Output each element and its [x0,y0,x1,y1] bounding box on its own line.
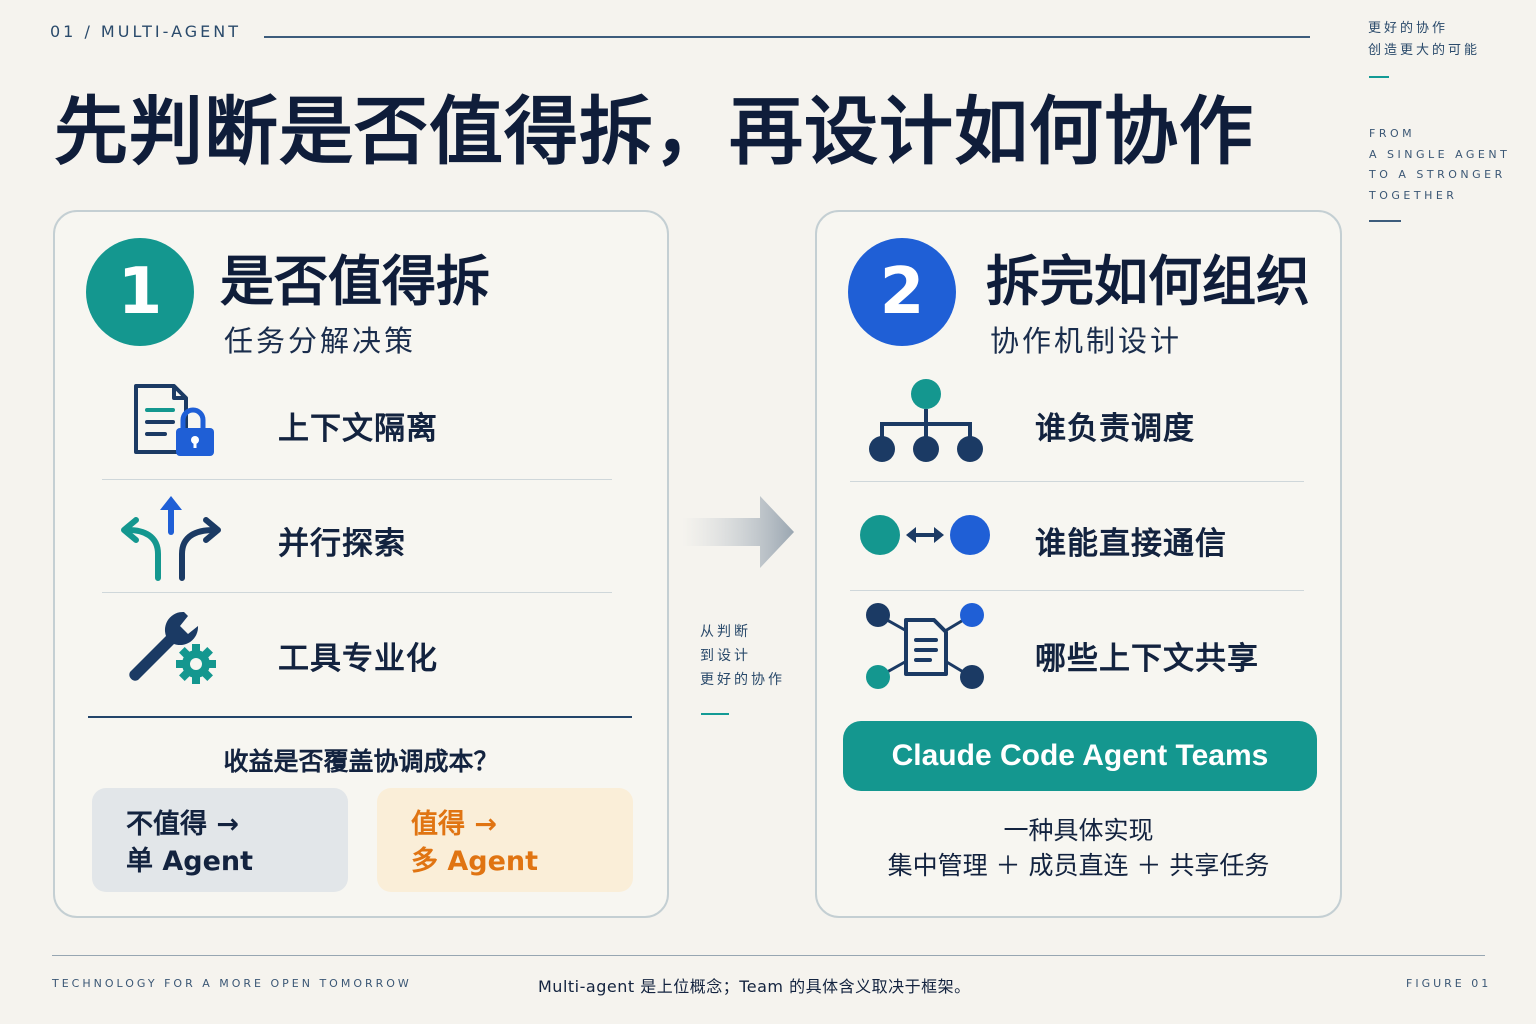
claude-code-agent-teams-button[interactable]: Claude Code Agent Teams [843,721,1317,791]
item-divider [850,590,1304,591]
left-panel-subtitle: 任务分解决策 [224,324,417,358]
transition-accent-dash [701,713,729,715]
right-panel-title: 拆完如何组织 [986,250,1310,313]
item-label: 哪些上下文共享 [1035,641,1259,677]
item-label: 谁负责调度 [1035,411,1195,447]
item-label: 上下文隔离 [278,411,438,447]
page-title: 先判断是否值得拆，再设计如何协作 [54,89,1254,175]
footer-tagline: TECHNOLOGY FOR A MORE OPEN TOMORROW [52,977,412,990]
bidirectional-link-icon [860,515,990,555]
branching-arrows-icon [121,496,221,581]
header-rule [264,36,1310,38]
document-lock-icon [134,384,214,456]
side-tagline-en: FROM A SINGLE AGENT TO A STRONGER TOGETH… [1369,124,1510,206]
side-accent-dash [1369,76,1389,78]
step-number-badge: 2 [848,238,956,346]
decision-question: 收益是否覆盖协调成本？ [223,747,499,776]
item-label: 工具专业化 [278,641,438,677]
section-divider [88,716,632,718]
option-line: 多 Agent [411,846,539,877]
transition-note-line: 到设计 [700,648,751,664]
option-line: 值得 → [411,809,498,840]
footer-rule [52,955,1485,956]
side-tagline-cn: 更好的协作 创造更大的可能 [1368,18,1480,62]
right-panel-subtitle: 协作机制设计 [990,324,1183,358]
shared-document-network-icon [866,603,984,689]
transition-note: 从判断 到设计 更好的协作 [700,620,785,692]
step-number-badge: 1 [86,238,194,346]
side-tagline-cn-line: 创造更大的可能 [1368,43,1481,58]
side-divider [1369,220,1401,222]
flow-arrow-icon [682,496,794,568]
hierarchy-icon [869,379,983,462]
multi-agent-option: 值得 → 多 Agent [377,788,633,892]
item-label: 谁能直接通信 [1035,526,1227,562]
side-tagline-en-line: TOGETHER [1369,188,1458,202]
figure-label: FIGURE 01 [1406,977,1492,990]
item-divider [102,592,612,593]
section-kicker: 01 / MULTI-AGENT [50,22,241,41]
side-tagline-cn-line: 更好的协作 [1368,21,1449,36]
side-tagline-en-line: TO A STRONGER [1369,168,1506,181]
option-line: 单 Agent [126,846,254,877]
left-panel-title: 是否值得拆 [220,250,490,313]
side-tagline-en-line: A SINGLE AGENT [1369,147,1511,161]
item-divider [850,481,1304,482]
transition-note-line: 更好的协作 [700,672,785,688]
footer-caption: Multi-agent 是上位概念；Team 的具体含义取决于框架。 [538,977,971,996]
implementation-detail: 集中管理 ＋ 成员直连 ＋ 共享任务 [887,851,1270,880]
option-line: 不值得 → [126,809,240,840]
side-tagline-en-line: FROM [1369,127,1416,140]
item-divider [102,479,612,480]
single-agent-option: 不值得 → 单 Agent [92,788,348,892]
transition-note-line: 从判断 [700,624,751,640]
wrench-gear-icon [129,611,216,684]
implementation-title: 一种具体实现 [1003,816,1154,845]
item-label: 并行探索 [278,526,406,562]
